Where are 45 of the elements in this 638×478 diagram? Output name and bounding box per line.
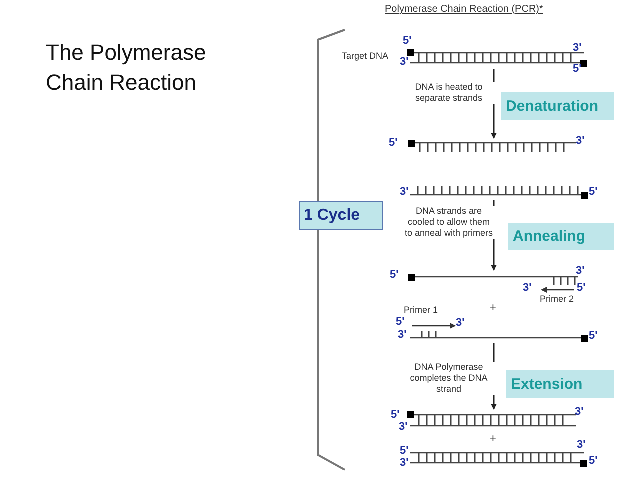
strand-end-label: 3' <box>398 329 407 342</box>
step-label: Annealing <box>513 228 586 245</box>
strand-end-label: 5' <box>589 186 598 199</box>
strand-end-label: 3' <box>575 406 584 419</box>
strand-end-label: 5' <box>403 35 412 48</box>
strand-end-label: 5' <box>389 137 398 150</box>
dna-double-strand-drawing <box>410 452 587 467</box>
figure-heading: Polymerase Chain Reaction (PCR)* <box>385 4 544 16</box>
strand-end-label: 5' <box>589 455 598 468</box>
step-label: Denaturation <box>506 98 599 114</box>
plus-sign: + <box>490 433 496 446</box>
strand-end-label: 3' <box>576 135 585 148</box>
dna-strand-drawing <box>408 274 578 285</box>
part-label: Primer 2 <box>540 294 574 305</box>
strand-end-label: 3' <box>399 421 408 434</box>
step-box <box>508 223 614 250</box>
strand-end-label: 3' <box>400 186 409 199</box>
strand-end-label: 5' <box>573 63 582 76</box>
step-box <box>501 92 614 120</box>
slide-title: The Polymerase Chain Reaction <box>46 39 208 97</box>
step-box <box>506 370 614 398</box>
strand-end-label: 3' <box>573 42 582 55</box>
cycle-label: 1 Cycle <box>304 206 360 224</box>
dna-double-strand-drawing <box>407 411 576 427</box>
step-label: Extension <box>511 376 583 392</box>
strand-end-label: 5' <box>390 269 399 282</box>
strand-end-label: 3' <box>576 265 585 278</box>
strand-end-label: 5' <box>577 282 586 295</box>
strand-end-label: 5' <box>391 409 400 422</box>
strand-end-label: 3' <box>400 56 409 69</box>
strand-end-label: 5' <box>396 316 405 329</box>
dna-strand-drawing <box>410 331 588 342</box>
strand-end-label: 3' <box>577 439 586 452</box>
dna-strand-drawing <box>408 140 576 152</box>
plus-sign: + <box>490 302 496 315</box>
part-label: Target DNA <box>342 51 389 62</box>
dna-strand-drawing <box>410 186 588 199</box>
cycle-box <box>299 201 383 230</box>
strand-end-label: 5' <box>589 330 598 343</box>
strand-end-label: 3' <box>456 317 465 330</box>
edge-label: DNA strands are cooled to allow them to anneal with primers <box>403 206 495 239</box>
part-label: Primer 1 <box>404 305 438 316</box>
strand-end-label: 3' <box>523 282 532 295</box>
strand-end-label: 3' <box>400 457 409 470</box>
strand-end-label: 5' <box>400 445 409 458</box>
